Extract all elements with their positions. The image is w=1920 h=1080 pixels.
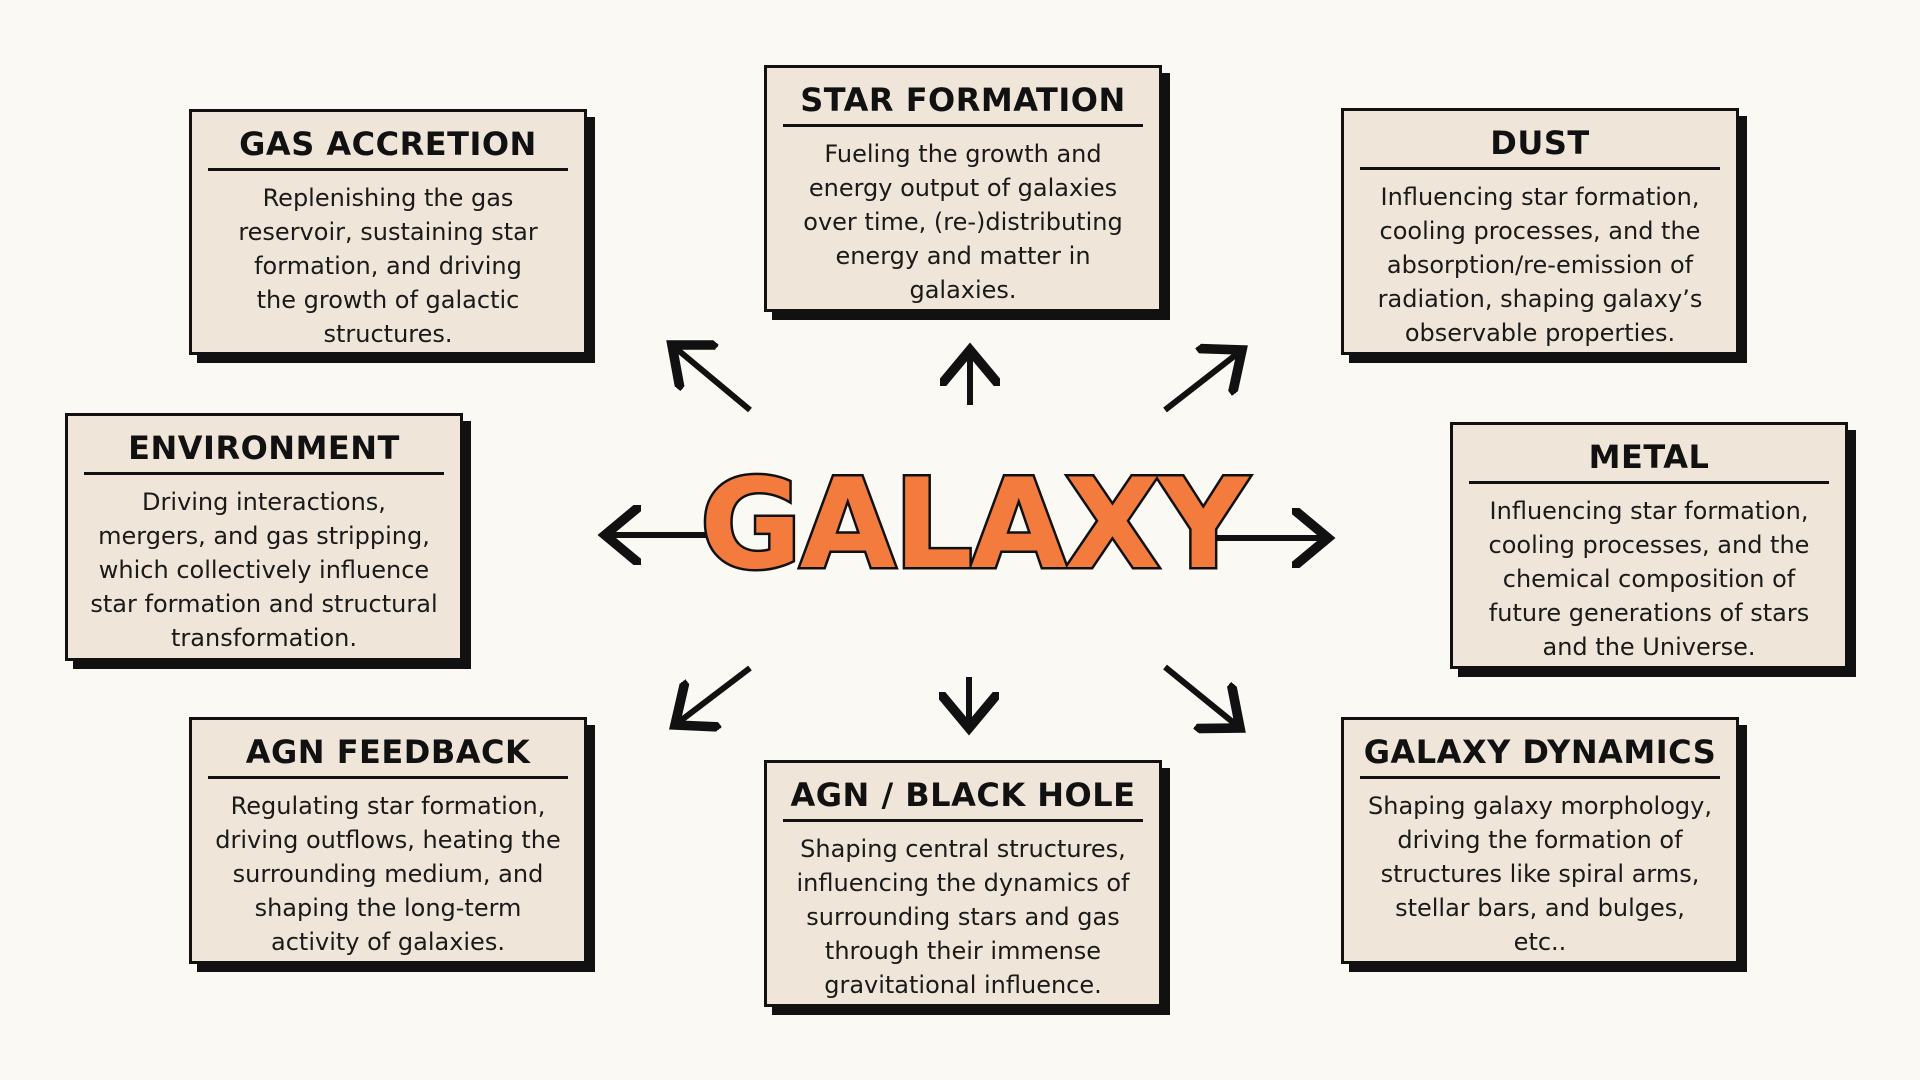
card-title-gas-accretion: GAS ACCRETION (208, 124, 568, 171)
card-title-metal: METAL (1469, 437, 1829, 484)
card-text-dust: Influencing star formation, cooling proc… (1377, 183, 1703, 347)
arrow-to-galaxy-dynamics (1163, 664, 1240, 728)
card-title-dust: DUST (1360, 123, 1720, 170)
card-title-environment: ENVIRONMENT (84, 428, 444, 475)
card-text-agn-black-hole: Shaping central structures, influencing … (796, 835, 1130, 999)
card-title-agn-feedback: AGN FEEDBACK (208, 732, 568, 779)
galaxy-title: GALAXY (698, 453, 1251, 598)
arrow-to-agn-feedback (675, 665, 752, 725)
card-text-agn-feedback: Regulating star formation, driving outfl… (215, 792, 561, 956)
card-title-star-formation: STAR FORMATION (783, 80, 1143, 127)
card-agn-feedback: AGN FEEDBACK Regulating star formation, … (189, 717, 587, 964)
card-gas-accretion: GAS ACCRETION Replenishing the gas reser… (189, 109, 587, 355)
arrow-to-dust (1163, 350, 1242, 413)
card-text-star-formation: Fueling the growth and energy output of … (803, 140, 1123, 304)
card-agn-black-hole: AGN / BLACK HOLE Shaping central structu… (764, 760, 1162, 1007)
card-text-galaxy-dynamics: Shaping galaxy morphology, driving the f… (1368, 792, 1712, 956)
card-star-formation: STAR FORMATION Fueling the growth and en… (764, 65, 1162, 312)
arrow-to-gas-accretion (672, 345, 752, 413)
card-galaxy-dynamics: GALAXY DYNAMICS Shaping galaxy morpholog… (1341, 717, 1739, 964)
card-environment: ENVIRONMENT Driving interactions, merger… (65, 413, 463, 661)
card-metal: METAL Influencing star formation, coolin… (1450, 422, 1848, 669)
card-text-environment: Driving interactions, mergers, and gas s… (90, 488, 438, 652)
card-dust: DUST Influencing star formation, cooling… (1341, 108, 1739, 355)
card-text-gas-accretion: Replenishing the gas reservoir, sustaini… (238, 184, 538, 348)
card-text-metal: Influencing star formation, cooling proc… (1488, 497, 1810, 661)
card-title-galaxy-dynamics: GALAXY DYNAMICS (1360, 732, 1720, 779)
card-title-agn-black-hole: AGN / BLACK HOLE (783, 775, 1143, 822)
